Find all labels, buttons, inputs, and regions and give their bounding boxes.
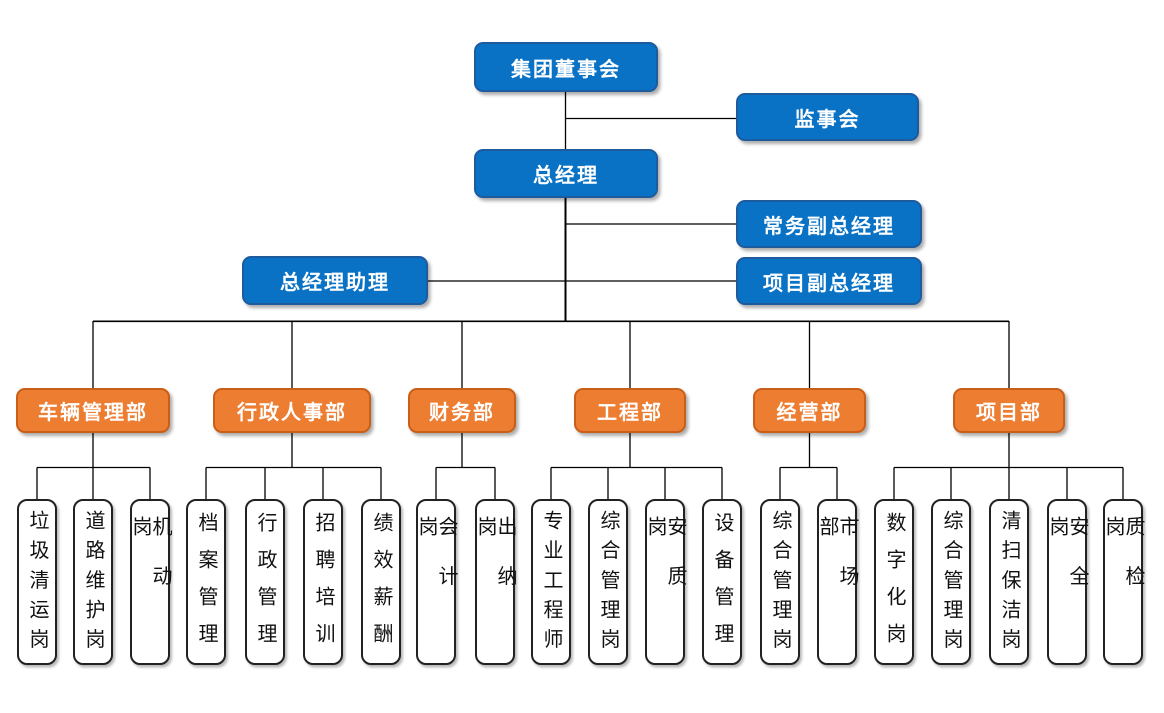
node-gm-assistant: 总经理助理 bbox=[242, 256, 428, 305]
node-executive-deputy-gm-label: 常务副总经理 bbox=[763, 215, 895, 238]
dept-label: 工程部 bbox=[597, 402, 663, 424]
position-label: 综合管理岗 bbox=[940, 510, 962, 659]
node-gm-assistant-label: 总经理助理 bbox=[280, 272, 390, 294]
position-label: 设备管理 bbox=[711, 512, 733, 661]
node-position: 档案管理 bbox=[186, 499, 226, 665]
node-position: 市场部 bbox=[816, 499, 858, 665]
node-supervisory-board: 监事会 bbox=[736, 93, 919, 141]
node-board-label: 集团董事会 bbox=[511, 58, 621, 81]
node-position: 专业工程师 bbox=[531, 499, 571, 665]
node-position: 综合管理岗 bbox=[588, 499, 628, 665]
node-position: 招聘培训 bbox=[303, 499, 343, 665]
node-position: 行政管理 bbox=[245, 499, 285, 665]
position-label: 数字化岗 bbox=[883, 512, 905, 661]
node-position: 机动岗 bbox=[129, 499, 171, 665]
node-position: 出纳岗 bbox=[474, 499, 516, 665]
dept-label: 车辆管理部 bbox=[38, 402, 148, 424]
node-position: 综合管理岗 bbox=[931, 499, 971, 665]
position-label: 道路维护岗 bbox=[82, 510, 104, 659]
position-label: 行政管理 bbox=[254, 512, 276, 661]
position-label: 招聘培训 bbox=[312, 512, 334, 661]
node-position: 清扫保洁岗 bbox=[989, 499, 1029, 665]
position-label: 垃圾清运岗 bbox=[26, 510, 48, 659]
dept-label: 行政人事部 bbox=[237, 402, 347, 424]
node-executive-deputy-gm: 常务副总经理 bbox=[736, 200, 922, 248]
node-position: 质检岗 bbox=[1102, 499, 1144, 665]
node-position: 垃圾清运岗 bbox=[17, 499, 57, 665]
node-supervisory-board-label: 监事会 bbox=[794, 108, 861, 131]
node-position: 安质岗 bbox=[644, 499, 686, 665]
node-position: 安全岗 bbox=[1046, 499, 1088, 665]
dept-label: 经营部 bbox=[776, 402, 843, 424]
node-position: 绩效薪酬 bbox=[361, 499, 401, 665]
node-project-deputy-gm: 项目副总经理 bbox=[736, 257, 922, 305]
node-position: 道路维护岗 bbox=[73, 499, 113, 665]
position-label: 市场部 bbox=[816, 515, 858, 615]
position-label: 综合管理岗 bbox=[597, 510, 619, 659]
position-label: 出纳岗 bbox=[474, 515, 516, 615]
node-dept-vehicle: 车辆管理部 bbox=[16, 388, 170, 433]
dept-label: 财务部 bbox=[429, 402, 495, 424]
position-label: 会计岗 bbox=[415, 515, 457, 615]
node-position: 设备管理 bbox=[702, 499, 742, 665]
position-label: 清扫保洁岗 bbox=[998, 510, 1020, 659]
node-project-deputy-gm-label: 项目副总经理 bbox=[763, 272, 895, 295]
position-label: 机动岗 bbox=[129, 515, 171, 615]
node-general-manager: 总经理 bbox=[474, 149, 658, 198]
position-label: 档案管理 bbox=[195, 512, 217, 661]
node-board: 集团董事会 bbox=[474, 42, 658, 92]
node-general-manager-label: 总经理 bbox=[533, 165, 599, 187]
node-dept-project: 项目部 bbox=[953, 388, 1065, 433]
node-dept-engineering: 工程部 bbox=[574, 388, 686, 433]
node-position: 数字化岗 bbox=[874, 499, 914, 665]
position-label: 安质岗 bbox=[644, 515, 686, 615]
node-dept-finance: 财务部 bbox=[408, 388, 516, 433]
dept-label: 项目部 bbox=[976, 402, 1042, 424]
position-label: 综合管理岗 bbox=[769, 510, 791, 659]
node-position: 综合管理岗 bbox=[760, 499, 800, 665]
node-dept-operations: 经营部 bbox=[753, 388, 866, 433]
position-label: 质检岗 bbox=[1102, 515, 1144, 615]
position-label: 专业工程师 bbox=[540, 510, 562, 659]
node-position: 会计岗 bbox=[415, 499, 457, 665]
position-label: 安全岗 bbox=[1046, 515, 1088, 615]
node-dept-admin-hr: 行政人事部 bbox=[213, 388, 371, 433]
position-label: 绩效薪酬 bbox=[370, 512, 392, 661]
